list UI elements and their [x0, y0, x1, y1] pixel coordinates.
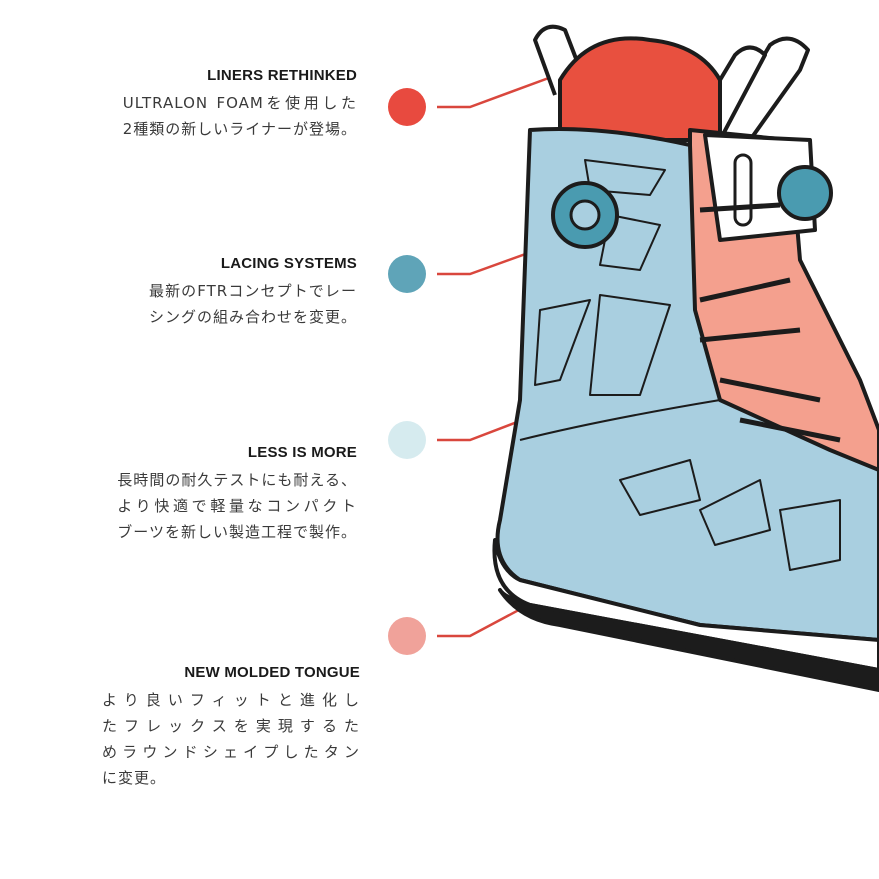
desc-line: 最新のFTRコンセプトでレー [148, 282, 357, 300]
feature-desc: ULTRALON FOAMを使用した 2種類の新しいライナーが登場。 [123, 90, 357, 142]
feature-less-is-more: LESS IS MORE 長時間の耐久テストにも耐える、 より快適で軽量なコンパ… [117, 444, 357, 545]
desc-line: めラウンドシェイプしたタン [102, 743, 360, 761]
feature-title: LESS IS MORE [247, 444, 357, 461]
feature-desc: より良いフィットと進化し たフレックスを実現するた めラウンドシェイプしたタン … [102, 687, 360, 791]
feature-dot-lacing [388, 255, 426, 293]
desc-line: 長時間の耐久テストにも耐える、 [117, 471, 357, 489]
shell-panel-1 [584, 159, 666, 196]
desc-line: より良いフィットと進化し [102, 691, 360, 709]
shell-panel-2 [599, 214, 661, 271]
desc-line: ULTRALON FOAMを使用した [122, 94, 357, 112]
feature-dot-tongue [388, 617, 426, 655]
pull-loop-right [718, 36, 810, 142]
desc-line: ブーツを新しい製造工程で製作。 [117, 523, 357, 541]
feature-dot-less-is-more [388, 421, 426, 459]
desc-line: たフレックスを実現するた [102, 717, 360, 735]
desc-line: シングの組み合わせを変更。 [148, 308, 357, 326]
feature-title: LINERS RETHINKED [207, 67, 357, 84]
feature-lacing: LACING SYSTEMS 最新のFTRコンセプトでレー シングの組み合わせを… [149, 255, 357, 330]
shell-seam [519, 399, 721, 441]
shell-panel-4 [589, 294, 671, 396]
shell-panel-5 [619, 459, 701, 516]
feature-liners: LINERS RETHINKED ULTRALON FOAMを使用した 2種類の… [123, 67, 357, 142]
boot [492, 24, 879, 692]
tongue-slot [733, 153, 753, 227]
dial-side [777, 165, 833, 221]
dial-front-inner [569, 199, 601, 231]
feature-dot-liners [388, 88, 426, 126]
feature-tongue: NEW MOLDED TONGUE より良いフィットと進化し たフレックスを実現… [102, 664, 360, 791]
feature-title: LACING SYSTEMS [220, 255, 357, 272]
liner-collar [558, 36, 722, 142]
shell-panel-7 [779, 499, 841, 571]
feature-desc: 長時間の耐久テストにも耐える、 より快適で軽量なコンパクト ブーツを新しい製造工… [117, 467, 357, 545]
sole [492, 538, 879, 672]
feature-title: NEW MOLDED TONGUE [184, 664, 360, 681]
feature-desc: 最新のFTRコンセプトでレー シングの組み合わせを変更。 [149, 278, 357, 330]
desc-line: 2種類の新しいライナーが登場。 [122, 120, 357, 138]
laces [699, 202, 841, 443]
sole-tread [498, 588, 879, 692]
shell-panel-6 [699, 479, 771, 546]
leader-line-liner [437, 70, 566, 109]
shell-panel-3 [534, 299, 591, 386]
desc-line: より快適で軽量なコンパクト [117, 497, 357, 515]
desc-line: に変更。 [102, 769, 167, 787]
